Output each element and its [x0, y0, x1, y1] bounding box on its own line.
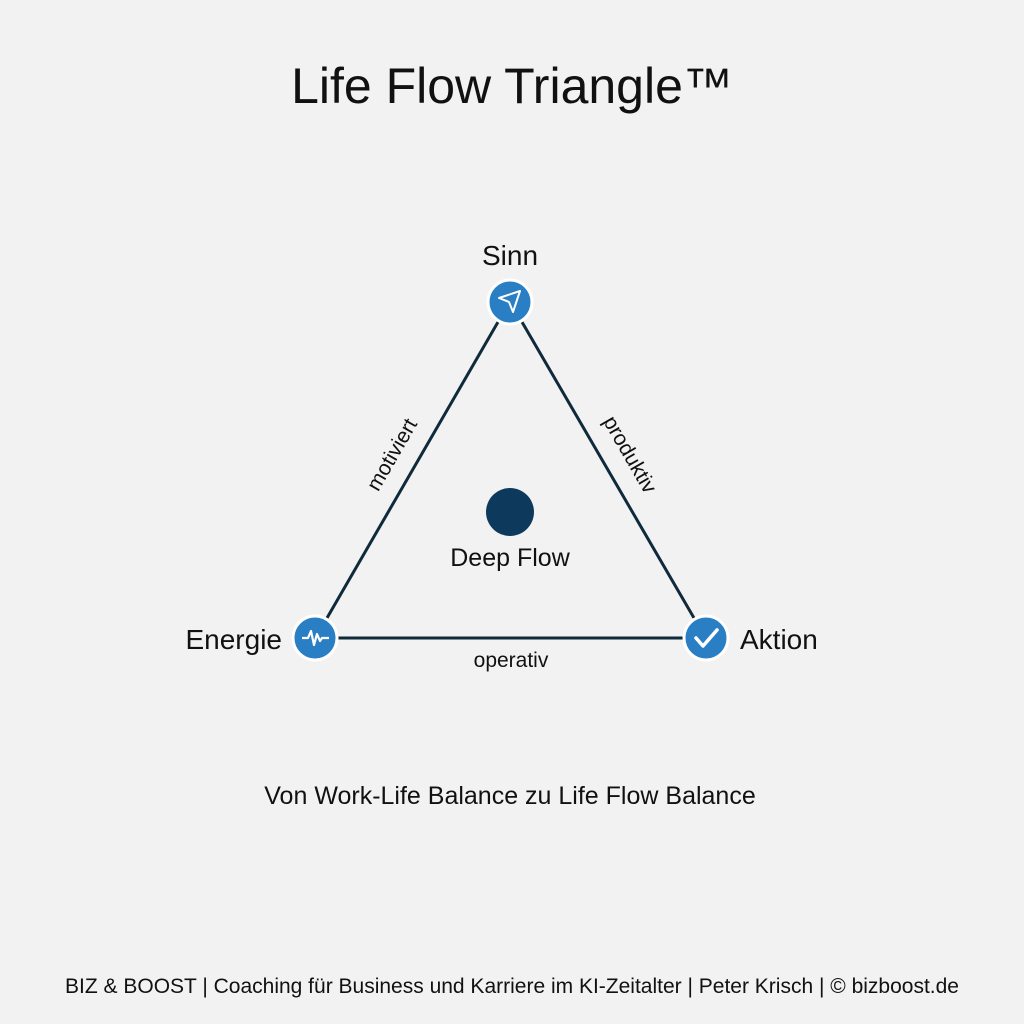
- subtitle: Von Work-Life Balance zu Life Flow Balan…: [264, 782, 755, 810]
- edge-right: [520, 321, 696, 619]
- navigation-arrow-icon: [486, 278, 534, 326]
- footer: BIZ & BOOST | Coaching für Business und …: [65, 975, 959, 998]
- edge-label-right: produktiv: [598, 412, 661, 498]
- checkmark-icon: [682, 614, 730, 662]
- node-label-energie: Energie: [185, 624, 282, 655]
- center-label: Deep Flow: [450, 544, 570, 572]
- node-label-sinn: Sinn: [482, 240, 538, 271]
- node-label-aktion: Aktion: [740, 624, 818, 655]
- triangle-edges: [325, 321, 696, 640]
- page-title: Life Flow Triangle™: [291, 58, 733, 114]
- edge-label-left: motiviert: [363, 415, 423, 495]
- edge-left: [325, 321, 500, 619]
- deep-flow-dot: [486, 488, 534, 536]
- pulse-icon: [291, 614, 339, 662]
- edge-label-bottom: operativ: [474, 649, 549, 672]
